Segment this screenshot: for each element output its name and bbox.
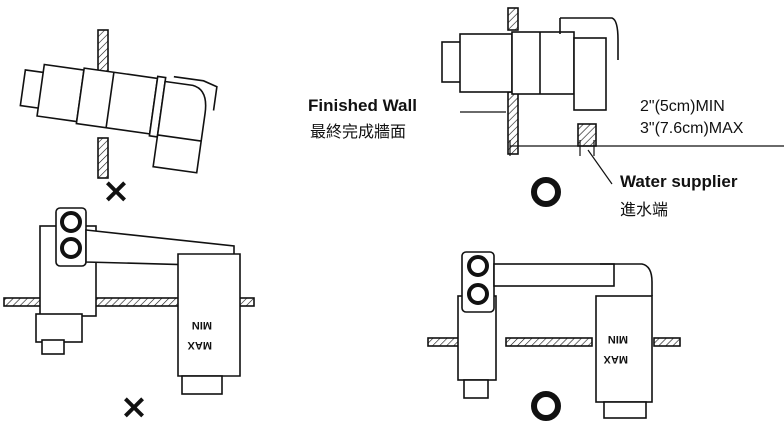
wall-segment: [97, 137, 109, 179]
outlet-nut: [603, 401, 647, 419]
valve-min-label: MIN: [608, 333, 628, 345]
finished-surface: [505, 337, 593, 347]
outlet-body: [177, 253, 241, 377]
valve-port: [60, 211, 82, 233]
wall-segment: [507, 7, 519, 31]
valve-port: [60, 237, 82, 259]
finished-wall-label: Finished Wall: [308, 96, 417, 115]
valve-port: [467, 255, 489, 277]
incorrect-tilted-valve-figure: [19, 29, 218, 179]
incorrect-mark: ×: [120, 387, 149, 424]
correct-setting-figure: [441, 7, 784, 185]
finished-surface: [653, 337, 681, 347]
water-supplier-leader: [587, 149, 613, 185]
finished-surface: [3, 297, 255, 307]
valve-body: [75, 67, 159, 135]
valve-base: [35, 313, 83, 343]
correct-mark: [531, 391, 561, 421]
valve-port: [467, 283, 489, 305]
valve-nut: [441, 41, 463, 83]
valve-nut: [41, 339, 65, 355]
valve-min-label: MIN: [192, 319, 212, 331]
incorrect-mark: ×: [102, 171, 131, 211]
valve-outlet: [573, 37, 607, 111]
min-distance-label: 2"(5cm)MIN: [640, 98, 725, 115]
water-supplier-zh-label: 進水端: [620, 200, 669, 219]
incorrect-installation-figure: MIN MAX: [3, 207, 255, 395]
valve-nut: [463, 379, 489, 399]
max-distance-label: 3"(7.6cm)MAX: [640, 120, 744, 137]
valve-outlet-elbow: [152, 80, 207, 174]
valve-body: [459, 33, 513, 93]
outlet-body: [595, 295, 653, 403]
water-supplier-label: Water supplier: [620, 172, 738, 191]
valve-max-label: MAX: [603, 353, 628, 365]
outlet-nut: [181, 375, 223, 395]
valve-max-label: MAX: [187, 339, 212, 351]
valve-body: [36, 63, 85, 123]
wall-segment: [97, 29, 109, 77]
correct-installation-figure: MIN MAX: [427, 251, 681, 419]
correct-mark: [531, 177, 561, 207]
water-supply-pipe: [577, 123, 597, 147]
valve-body: [511, 31, 575, 95]
finished-wall-zh-label: 最終完成牆面: [310, 122, 407, 141]
connecting-pipe: [493, 263, 615, 287]
